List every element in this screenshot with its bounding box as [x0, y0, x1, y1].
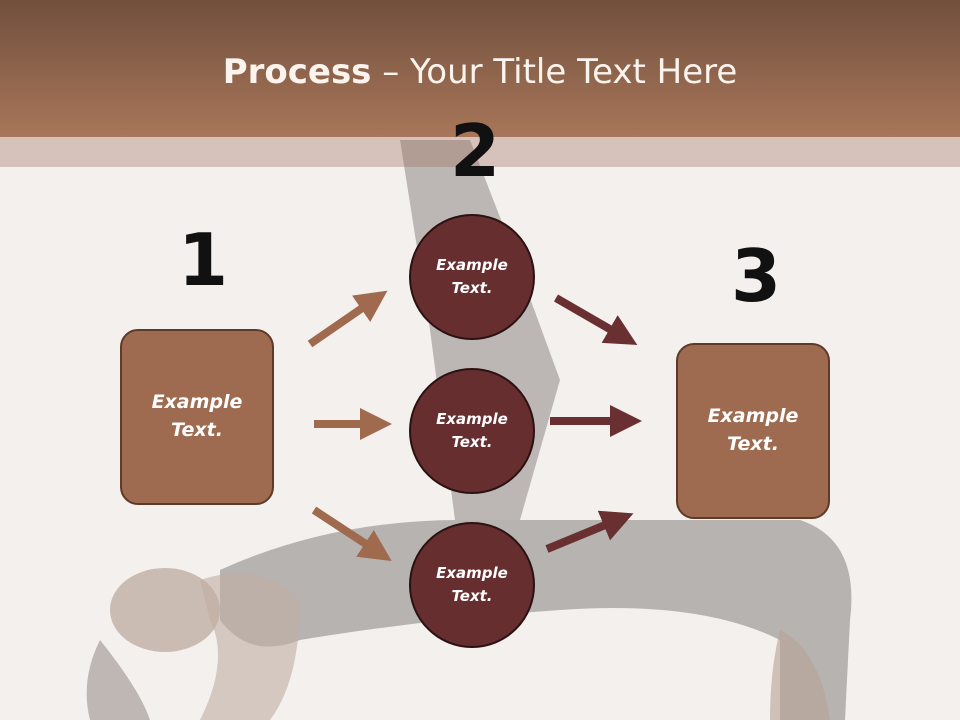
circle-middle-line1: Example — [436, 409, 508, 428]
title-bold: Process — [222, 52, 372, 92]
right-box-line1: Example — [707, 405, 799, 428]
circle-bottom-line2: Text. — [451, 587, 493, 605]
step-number-1: 1 — [178, 218, 229, 302]
process-circle-middle: Example Text. — [409, 368, 535, 494]
left-box-line1: Example — [151, 391, 243, 414]
process-circle-top: Example Text. — [409, 214, 535, 340]
slide-title: Process – Your Title Text Here — [0, 52, 960, 92]
header-band — [0, 137, 960, 167]
title-rest: – Your Title Text Here — [371, 52, 738, 92]
circle-top-line2: Text. — [451, 279, 493, 297]
circle-bottom-line1: Example — [436, 563, 508, 582]
left-box-line2: Text. — [171, 419, 223, 441]
circle-top-line1: Example — [436, 255, 508, 274]
process-circle-bottom: Example Text. — [409, 522, 535, 648]
step-number-3: 3 — [731, 234, 782, 318]
left-process-box: Example Text. — [120, 329, 274, 505]
title-bar — [0, 0, 960, 137]
right-box-line2: Text. — [727, 433, 779, 455]
circle-middle-line2: Text. — [451, 433, 493, 451]
step-number-2: 2 — [450, 109, 501, 193]
right-process-box: Example Text. — [676, 343, 830, 519]
